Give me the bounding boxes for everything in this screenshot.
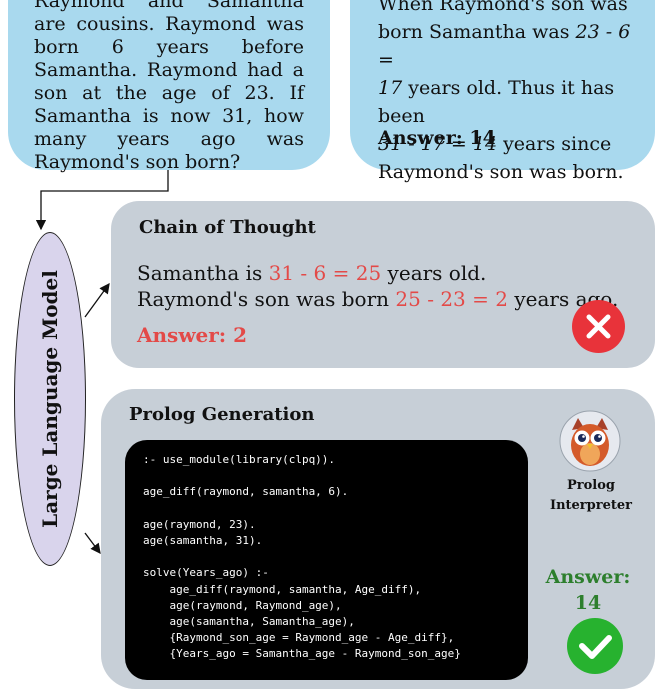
chain-of-thought-panel: [111, 201, 655, 368]
cot-line-1: Samantha is 31 - 6 = 25 years old.: [137, 261, 487, 285]
prolog-code: :- use_module(library(clpq)). age_diff(r…: [143, 453, 461, 661]
cross-icon: [572, 300, 625, 353]
solution-line-2: born Samantha was 23 - 6 =: [378, 21, 631, 71]
question-bubble: [8, 0, 330, 170]
llm-to-cot-arrow: [84, 282, 110, 318]
cot-line-2: Raymond's son was born 25 - 23 = 2 years…: [137, 287, 619, 311]
question-text: Raymond and Samantha are cousins. Raymon…: [34, 0, 304, 173]
cot-title: Chain of Thought: [139, 217, 316, 238]
owl-icon: [559, 410, 621, 472]
cot-answer: Answer: 2: [137, 323, 248, 347]
solution-line-1: When Raymond's son was: [378, 0, 628, 15]
llm-to-prolog-arrow: [84, 532, 101, 555]
solution-bubble: [350, 0, 655, 170]
code-block: [125, 440, 528, 680]
llm-label: Large Language Model: [38, 270, 62, 528]
solution-line-5: Raymond's son was born.: [378, 161, 624, 183]
prolog-answer: Answer: 14: [540, 564, 636, 616]
prolog-answer-value: 14: [574, 592, 602, 614]
interpreter-label: Prolog Interpreter: [550, 478, 632, 513]
llm-ellipse: [14, 232, 86, 566]
prolog-title: Prolog Generation: [129, 404, 315, 425]
prolog-answer-label: Answer:: [545, 566, 631, 588]
solution-text: When Raymond's son was born Samantha was…: [378, 0, 638, 186]
solution-line-4: 31 - 17 = 14 years since: [378, 133, 612, 155]
solution-line-3: 17 years old. Thus it has been: [378, 77, 615, 127]
solution-answer: Answer: 14: [378, 127, 496, 149]
question-to-llm-arrow: [35, 170, 169, 231]
check-icon: [567, 618, 623, 674]
